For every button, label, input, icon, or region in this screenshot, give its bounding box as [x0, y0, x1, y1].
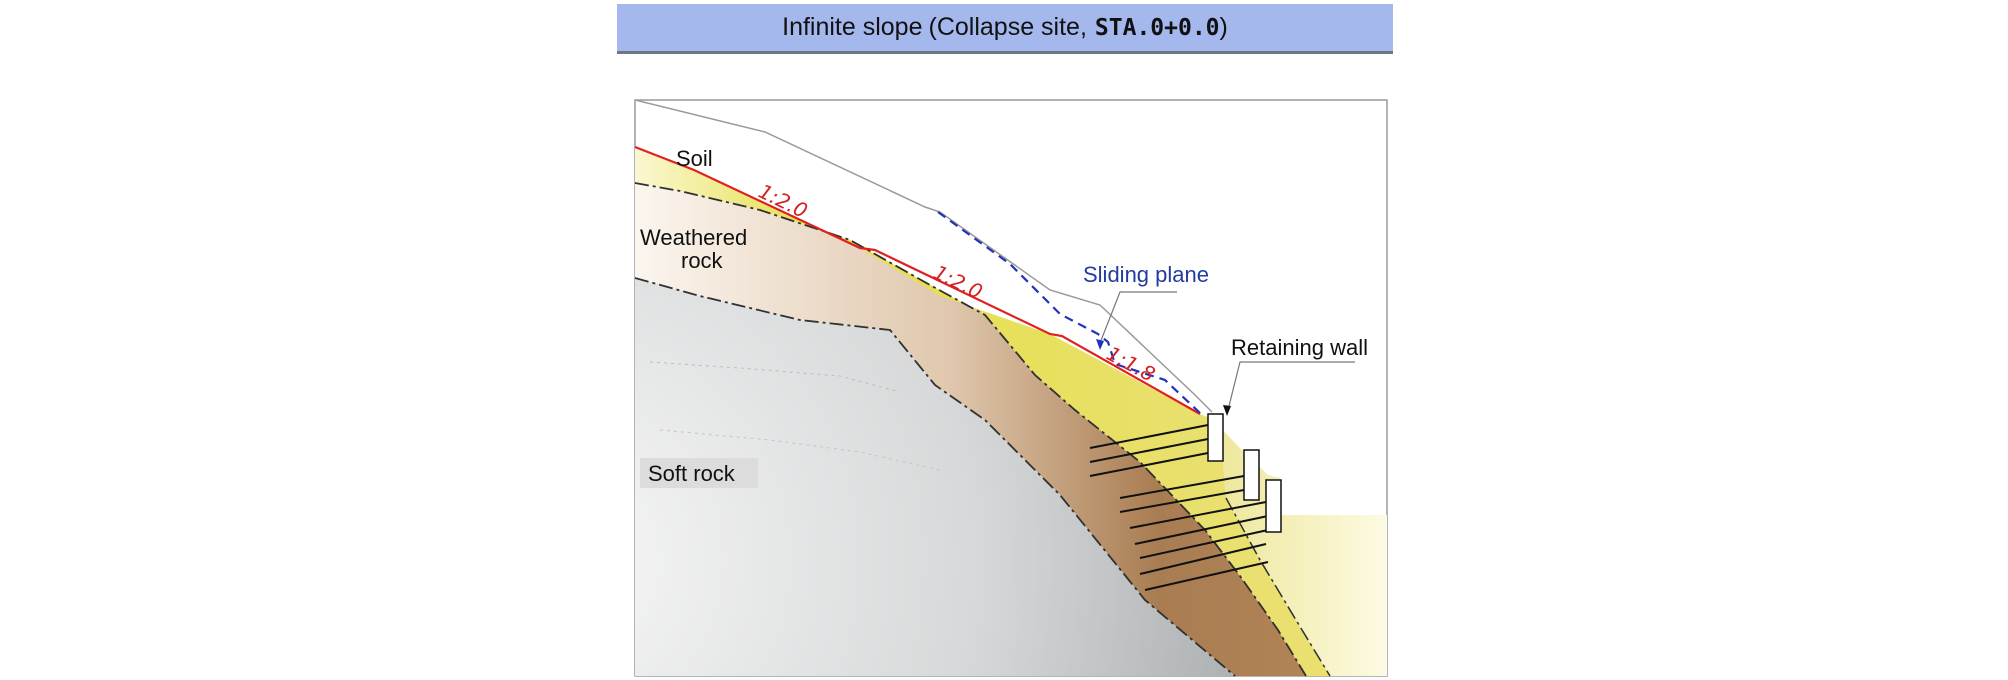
anchor — [1134, 515, 1269, 545]
weathered-softrock-boundary — [634, 277, 1236, 677]
anchor — [1119, 489, 1245, 513]
title-paren-open: ( — [928, 13, 937, 41]
diagram-title: Infinite slope ( Collapse site, STA.0+0.… — [617, 4, 1393, 54]
soft-rock-label-bg — [640, 458, 758, 488]
title-station: STA.0+0.0 — [1094, 14, 1220, 41]
sliding-plane-arrowhead — [1096, 339, 1104, 350]
weathered-rock-label-line1: Weathered — [640, 225, 747, 250]
retaining-wall-arrowhead — [1223, 405, 1231, 416]
soil-label: Soil — [676, 146, 713, 171]
retaining-wall-upper — [1207, 413, 1224, 462]
soft-rock-layer — [635, 278, 1235, 676]
retaining-wall-leader — [1227, 361, 1355, 411]
soil-layer — [635, 147, 1330, 676]
ground-anchors — [1089, 424, 1269, 591]
retaining-wall-label: Retaining wall — [1231, 335, 1368, 360]
anchor — [1139, 543, 1267, 575]
anchor — [1119, 475, 1245, 499]
retaining-wall-middle — [1243, 449, 1260, 501]
weathered-rock-label-line2: rock — [681, 248, 724, 273]
weathered-rock-layer — [635, 183, 1306, 676]
soft-rock-contour-1 — [649, 361, 901, 393]
title-site: Collapse site, — [936, 13, 1087, 41]
title-prefix: Infinite slope — [782, 13, 923, 41]
sliding-plane-leader — [1099, 291, 1177, 344]
anchor — [1139, 529, 1269, 559]
anchor — [1089, 452, 1209, 477]
soil-rock-boundary — [634, 182, 1307, 677]
soft-rock-contour-2 — [659, 429, 941, 471]
sliding-plane-label: Sliding plane — [1083, 262, 1209, 287]
anchor — [1089, 438, 1209, 463]
title-paren-close: ) — [1219, 13, 1228, 41]
cut-slope-line — [634, 145, 1201, 415]
retaining-wall-lower — [1265, 479, 1282, 533]
soft-rock-label: Soft rock — [648, 461, 736, 486]
anchor — [1129, 501, 1267, 529]
anchor — [1089, 424, 1209, 449]
anchor — [1144, 561, 1269, 591]
terrace-soil-boundary — [1225, 497, 1331, 677]
original-ground-line — [634, 99, 1213, 413]
